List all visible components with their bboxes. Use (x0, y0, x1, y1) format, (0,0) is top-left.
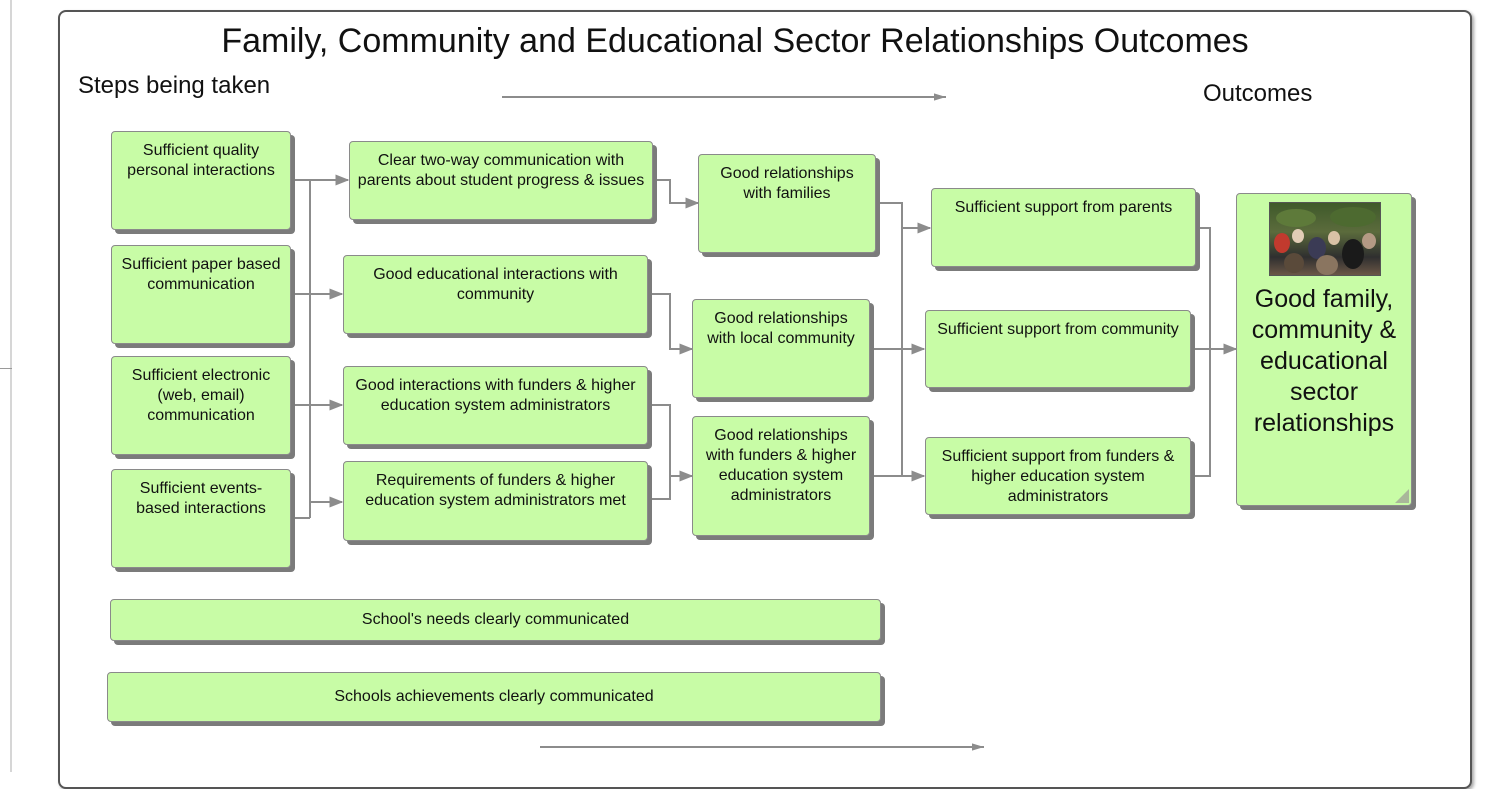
final-outcome-label: Good family, community & educational sec… (1251, 285, 1397, 437)
left-window-edge (10, 0, 12, 772)
final-outcome-box: Good family, community & educational sec… (1236, 193, 1412, 506)
step-box-events-interactions: Sufficient events-based interactions (111, 469, 291, 568)
action-label: Clear two-way communication with parents… (357, 152, 645, 189)
step-label: Sufficient quality personal interactions (127, 142, 275, 179)
support-box-parents: Sufficient support from parents (931, 188, 1196, 267)
steps-label: Steps being taken (78, 72, 271, 99)
relationship-box-families: Good relationships with families (698, 154, 876, 253)
diagram-title: Family, Community and Educational Sector… (221, 22, 1249, 60)
outcomes-label: Outcomes (1203, 80, 1313, 107)
action-box-funder-requirements: Requirements of funders & higher educati… (343, 461, 648, 541)
bottom-box-school-needs: School's needs clearly communicated (110, 599, 881, 641)
connector-lines (290, 93, 1238, 751)
bottom-box-label: School's needs clearly communicated (361, 611, 630, 628)
step-box-electronic-communication: Sufficient electronic (web, email) commu… (111, 356, 291, 455)
step-label: Sufficient paper based communication (121, 256, 281, 293)
support-label: Sufficient support from community (937, 321, 1179, 338)
relationship-label: Good relationships with local community (707, 310, 855, 347)
support-box-funders: Sufficient support from funders & higher… (925, 437, 1191, 515)
support-label: Sufficient support from funders & higher… (941, 448, 1175, 505)
action-box-parent-communication: Clear two-way communication with parents… (349, 141, 653, 220)
step-label: Sufficient electronic (web, email) commu… (131, 367, 271, 424)
support-box-community: Sufficient support from community (925, 310, 1191, 388)
left-edge-tick (0, 368, 12, 369)
action-label: Good educational interactions with commu… (373, 266, 618, 303)
relationship-box-funders: Good relationships with funders & higher… (692, 416, 870, 536)
relationship-box-community: Good relationships with local community (692, 299, 870, 398)
step-box-paper-communication: Sufficient paper based communication (111, 245, 291, 344)
crowd-photo-icon (1269, 202, 1381, 276)
relationship-label: Good relationships with funders & higher… (705, 427, 857, 504)
folded-corner-icon (1395, 489, 1409, 503)
support-label: Sufficient support from parents (954, 199, 1173, 216)
action-box-funder-interactions: Good interactions with funders & higher … (343, 366, 648, 445)
relationship-label: Good relationships with families (720, 165, 854, 202)
action-box-community-interactions: Good educational interactions with commu… (343, 255, 648, 334)
action-label: Requirements of funders & higher educati… (365, 472, 626, 509)
bottom-box-label: Schools achievements clearly communicate… (334, 688, 654, 705)
bottom-box-school-achievements: Schools achievements clearly communicate… (107, 672, 881, 722)
step-box-personal-interactions: Sufficient quality personal interactions (111, 131, 291, 230)
action-label: Good interactions with funders & higher … (355, 377, 636, 414)
step-label: Sufficient events-based interactions (136, 480, 266, 517)
